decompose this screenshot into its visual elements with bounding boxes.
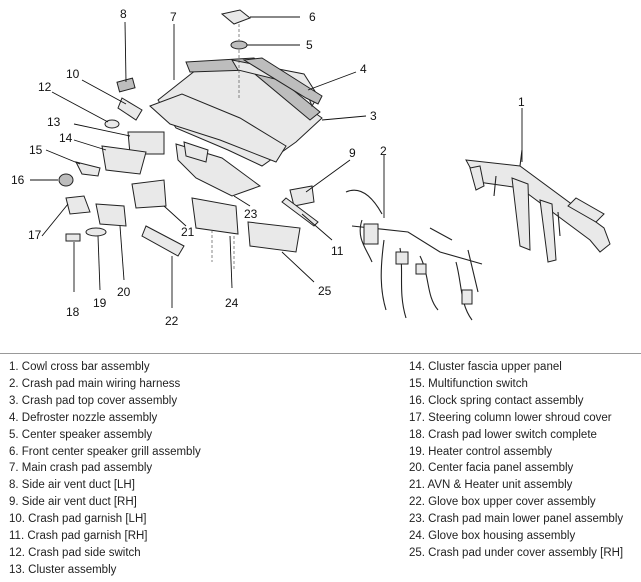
legend-item: 18. Crash pad lower switch complete	[409, 428, 597, 441]
callout-17: 17	[28, 228, 42, 242]
legend-item: 15. Multifunction switch	[409, 377, 528, 390]
callout-2: 2	[380, 144, 387, 158]
callout-14: 14	[59, 131, 73, 145]
defroster-nozzle-drawing	[242, 57, 323, 105]
lower-panel-drawing	[191, 197, 301, 270]
legend-item: 21. AVN & Heater unit assembly	[409, 479, 573, 492]
legend-column-right: 14. Cluster fascia upper panel 15. Multi…	[409, 359, 623, 562]
legend-item: 20. Center facia panel assembly	[409, 462, 574, 475]
callout-18: 18	[66, 305, 80, 319]
legend-item: 19. Heater control assembly	[409, 445, 553, 458]
callout-8: 8	[120, 7, 127, 21]
callout-23: 23	[244, 207, 258, 221]
legend-item: 6. Front center speaker grill assembly	[9, 445, 201, 458]
right-vent-drawing	[281, 185, 319, 227]
legend-item: 22. Glove box upper cover assembly	[409, 496, 596, 509]
legend-item: 2. Crash pad main wiring harness	[9, 377, 181, 390]
left-vent-drawing	[104, 77, 143, 129]
callout-5: 5	[306, 38, 313, 52]
callout-24: 24	[225, 296, 239, 310]
callout-13: 13	[47, 115, 61, 129]
callout-9: 9	[349, 146, 356, 160]
crash-pad-drawing	[149, 57, 323, 197]
legend-item: 23. Crash pad main lower panel assembly	[409, 513, 624, 526]
callout-7: 7	[170, 10, 177, 24]
legend-item: 9. Side air vent duct [RH]	[9, 496, 137, 509]
legend-item: 5. Center speaker assembly	[9, 428, 153, 441]
legend-item: 16. Clock spring contact assembly	[409, 394, 584, 407]
callout-19: 19	[93, 296, 107, 310]
callout-21: 21	[181, 225, 195, 239]
legend-divider	[0, 353, 641, 354]
callout-11: 11	[331, 244, 344, 258]
legend-item: 4. Defroster nozzle assembly	[9, 411, 158, 424]
legend-item: 10. Crash pad garnish [LH]	[9, 513, 147, 526]
speaker-drawing	[220, 9, 251, 100]
callout-3: 3	[370, 109, 377, 123]
legend-item: 3. Crash pad top cover assembly	[9, 394, 178, 407]
legend-item: 13. Cluster assembly	[9, 563, 117, 576]
legend-item: 17. Steering column lower shroud cover	[409, 411, 612, 424]
legend-item: 11. Crash pad garnish [RH]	[9, 530, 148, 543]
steering-column-drawing	[58, 161, 127, 227]
exploded-parts-diagram: 1 2 3 4 5 6 7 8 9 10 11 12 13 14 15 16 1…	[11, 7, 611, 328]
leader-lines	[30, 16, 523, 308]
legend-item: 12. Crash pad side switch	[9, 546, 141, 559]
legend-item: 24. Glove box housing assembly	[409, 530, 576, 543]
cowl-cross-bar-drawing	[465, 149, 611, 263]
legend-item: 14. Cluster fascia upper panel	[409, 361, 562, 373]
callout-6: 6	[309, 10, 316, 24]
callout-labels: 1 2 3 4 5 6 7 8 9 10 11 12 13 14 15 16 1…	[11, 7, 525, 328]
callout-4: 4	[360, 62, 367, 76]
legend-item: 8. Side air vent duct [LH]	[9, 479, 135, 492]
callout-16: 16	[11, 173, 25, 187]
legend-column-left: 1. Cowl cross bar assembly 2. Crash pad …	[9, 359, 201, 579]
legend-item: 7. Main crash pad assembly	[9, 462, 153, 475]
callout-10: 10	[66, 67, 80, 81]
callout-15: 15	[29, 143, 43, 157]
legend-item: 25. Crash pad under cover assembly [RH]	[409, 546, 624, 559]
callout-1: 1	[518, 95, 525, 109]
center-console-drawing	[65, 179, 185, 257]
callout-25: 25	[318, 284, 332, 298]
callout-20: 20	[117, 285, 131, 299]
callout-22: 22	[165, 314, 179, 328]
parts-legend: 1. Cowl cross bar assembly 2. Crash pad …	[0, 353, 641, 582]
cluster-drawing	[101, 131, 165, 175]
wiring-harness-drawing	[345, 189, 483, 321]
callout-12: 12	[38, 80, 52, 94]
legend-item: 1. Cowl cross bar assembly	[9, 361, 150, 373]
